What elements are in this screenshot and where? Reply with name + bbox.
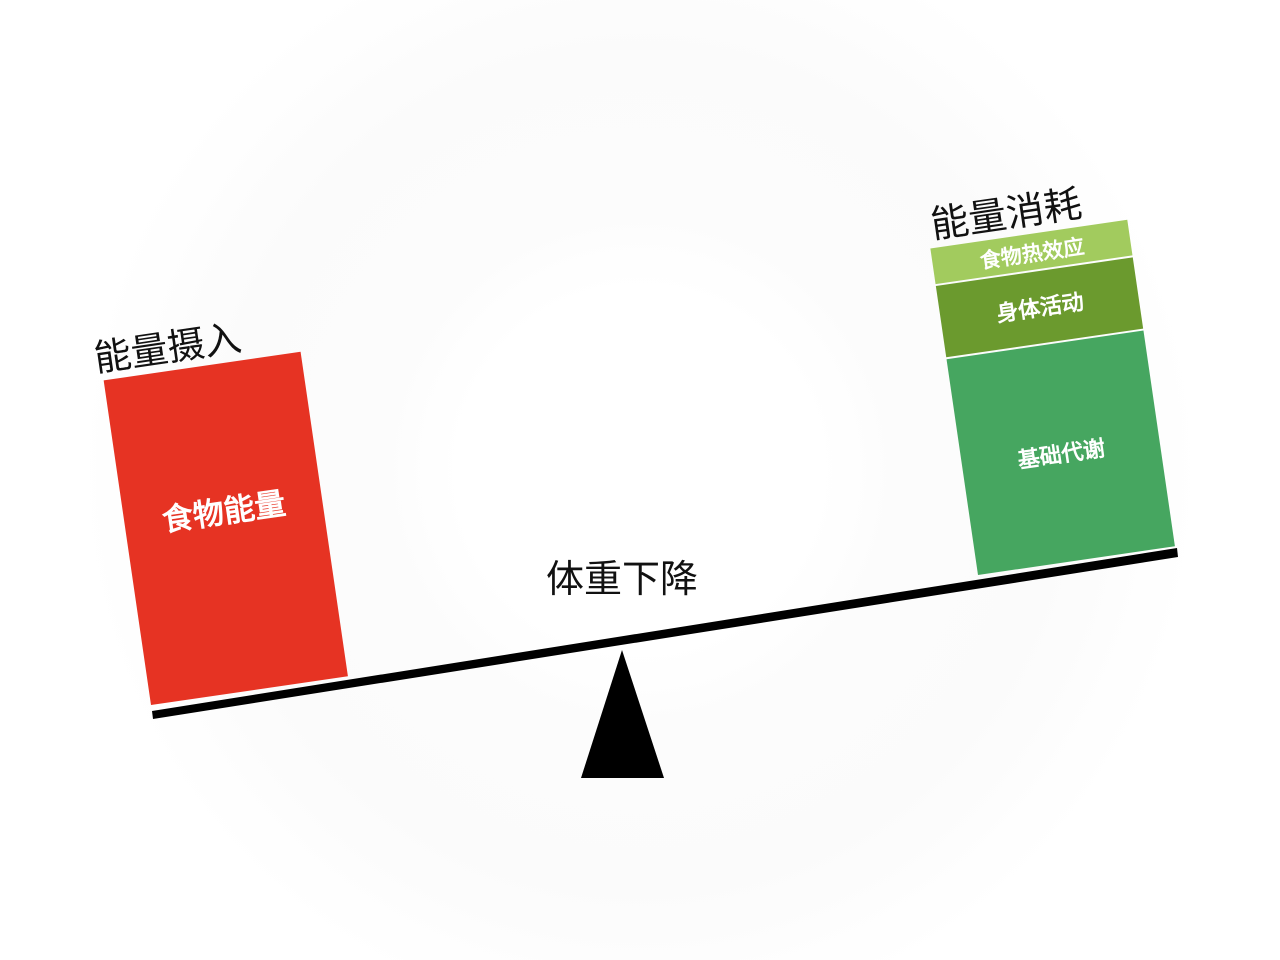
food-energy-block <box>103 351 348 705</box>
fulcrum-triangle <box>581 650 664 778</box>
scale-beam <box>152 548 1178 719</box>
weight-loss-caption: 体重下降 <box>546 557 698 601</box>
physical-activity-block <box>935 257 1144 358</box>
basal-metabolism-block <box>946 330 1175 575</box>
left-pan: 食物能量 能量摄入 <box>91 316 348 705</box>
right-pan: 基础代谢 身体活动 食物热效应 能量消耗 <box>928 181 1175 575</box>
thermic-effect-block <box>930 219 1133 285</box>
